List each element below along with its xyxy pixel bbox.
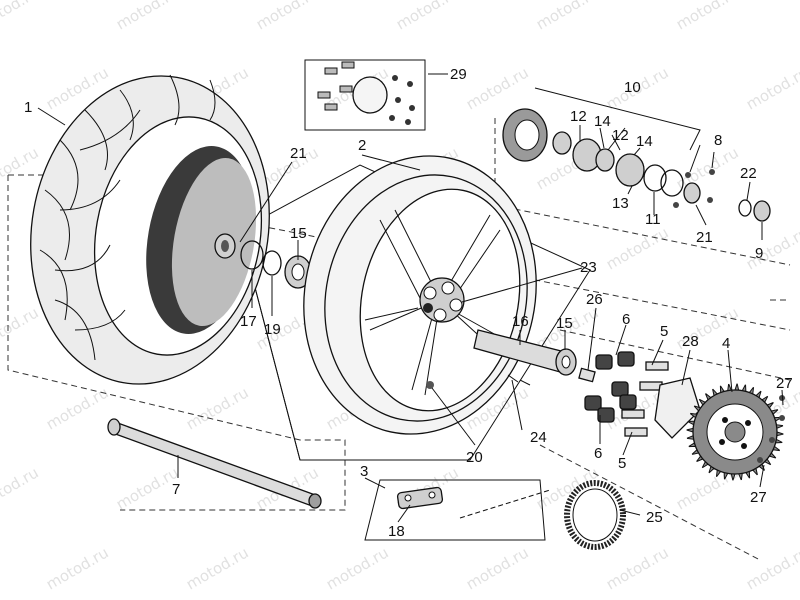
callout-18: 18 (388, 523, 405, 540)
callout-1: 1 (24, 99, 32, 116)
axle-part-7 (107, 418, 322, 509)
watermark-text: motod.ru (0, 143, 42, 193)
callout-12b: 12 (612, 127, 629, 144)
callout-14b: 14 (636, 133, 653, 150)
watermark-text: motod.ru (603, 543, 672, 593)
leader-lines (37, 73, 784, 523)
callout-16: 16 (512, 313, 529, 330)
callout-7: 7 (172, 481, 180, 498)
watermark-text: motod.ru (43, 383, 112, 433)
callout-20: 20 (466, 449, 483, 466)
watermark-text: motod.ru (393, 0, 462, 33)
callout-13: 13 (612, 195, 629, 212)
callout-2: 2 (358, 137, 366, 154)
callout-6a: 6 (622, 311, 630, 328)
callout-11: 11 (645, 211, 661, 228)
callout-21a: 21 (290, 145, 307, 162)
hub-carrier-set-10 (502, 108, 771, 222)
tone-ring-part-25 (564, 480, 626, 550)
watermark-text: motod.ru (0, 303, 42, 353)
axle-spacer-part-16 (473, 329, 596, 383)
callout-29: 29 (450, 66, 467, 83)
callouts: 1 2 3 4 5 5 6 6 7 8 9 10 11 12 12 13 14 … (24, 66, 793, 540)
callout-9: 9 (755, 245, 763, 262)
callout-3: 3 (360, 463, 368, 480)
nuts-part-27 (757, 395, 785, 463)
bolt-kit-part-29 (317, 61, 415, 125)
watermark-text: motod.ru (43, 543, 112, 593)
damper-and-studs (584, 351, 669, 437)
callout-19: 19 (264, 321, 281, 338)
callout-4: 4 (722, 335, 730, 352)
callout-6b: 6 (594, 445, 602, 462)
callout-5b: 5 (618, 455, 626, 472)
callout-26: 26 (586, 291, 603, 308)
callout-25: 25 (646, 509, 663, 526)
chain-part-3 (396, 486, 551, 519)
callout-5a: 5 (660, 323, 668, 340)
watermark-text: motod.ru (533, 0, 602, 33)
callout-22: 22 (740, 165, 757, 182)
rim-part-2 (303, 155, 537, 435)
watermark-text: motod.ru (603, 223, 672, 273)
watermark-text: motod.ru (463, 63, 532, 113)
watermark-text: motod.ru (463, 543, 532, 593)
watermark-text: motod.ru (743, 63, 800, 113)
callout-28: 28 (682, 333, 699, 350)
callout-15b: 15 (556, 315, 573, 332)
callout-12a: 12 (570, 108, 587, 125)
callout-21b: 21 (696, 229, 713, 246)
gasket-part-28 (654, 377, 701, 439)
callout-15a: 15 (290, 225, 307, 242)
callout-17: 17 (240, 313, 257, 330)
spacer-part-21-left (214, 233, 236, 259)
watermark-text: motod.ru (0, 0, 42, 33)
callout-14a: 14 (594, 113, 611, 130)
valve-screws (426, 374, 531, 389)
watermark-text: motod.ru (323, 543, 392, 593)
callout-27b: 27 (750, 489, 767, 506)
left-bearing-set (240, 240, 312, 289)
callout-8: 8 (714, 132, 722, 149)
watermark-text: motod.ru (743, 543, 800, 593)
callout-10: 10 (624, 79, 641, 96)
callout-27a: 27 (776, 375, 793, 392)
watermark-text: motod.ru (673, 0, 742, 33)
watermark-text: motod.ru (0, 463, 42, 513)
tire-part-1 (30, 74, 270, 385)
sprocket-part-4 (686, 383, 784, 481)
watermark-text: motod.ru (253, 0, 322, 33)
watermark-text: motod.ru (743, 223, 800, 273)
watermark-text: motod.ru (113, 0, 182, 33)
callout-24: 24 (530, 429, 547, 446)
callout-23: 23 (580, 259, 597, 276)
watermark-text: motod.ru (183, 543, 252, 593)
